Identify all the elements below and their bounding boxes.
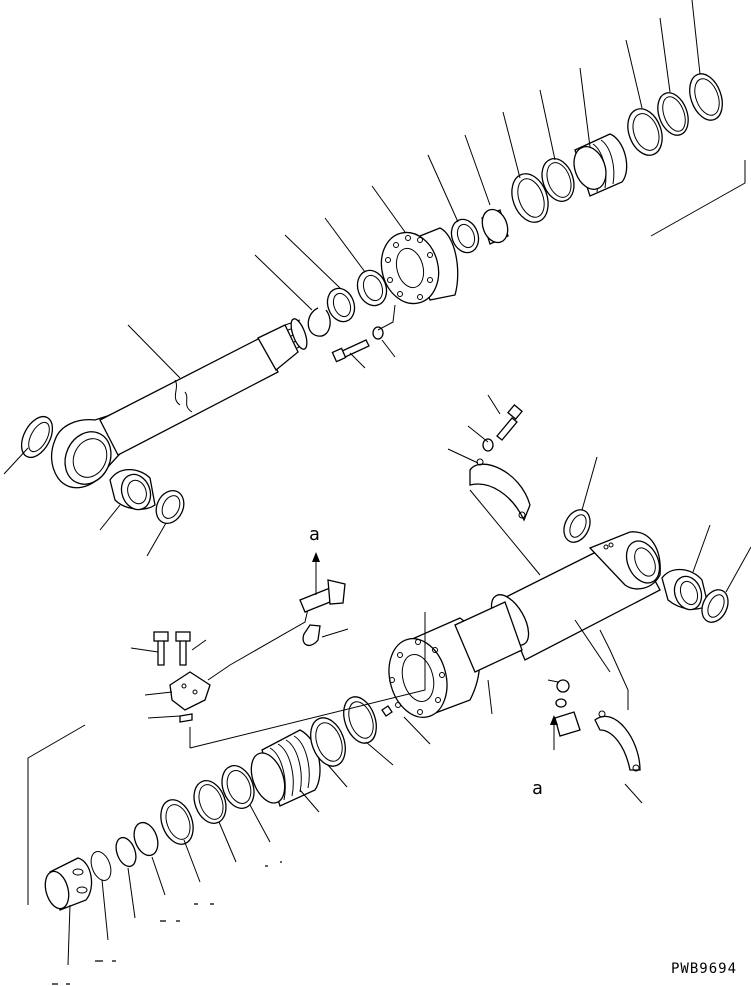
cylinder-bottom-eye bbox=[588, 531, 661, 590]
nut-lower bbox=[556, 679, 570, 693]
pipe-clamp-upper bbox=[469, 458, 531, 522]
bottom-seal-top bbox=[563, 509, 591, 543]
lower-bushing bbox=[44, 857, 93, 911]
sensor-bracket-line bbox=[189, 612, 426, 749]
piston-rod bbox=[99, 318, 308, 456]
piston-rod-assembly bbox=[20, 73, 746, 525]
rod-bushing bbox=[109, 468, 156, 511]
bottom-seal-right bbox=[701, 589, 729, 623]
piston-ring-4 bbox=[657, 92, 689, 136]
view-arrows bbox=[312, 552, 558, 750]
lower-seal-kit bbox=[27, 579, 426, 911]
clamp-washer-upper bbox=[482, 438, 494, 452]
snap-ring bbox=[307, 307, 331, 337]
rod-ring-2 bbox=[356, 269, 388, 307]
lower-ring-8 bbox=[90, 851, 112, 881]
drawing-code: PWB9694 bbox=[671, 961, 738, 977]
label-stubs bbox=[52, 861, 282, 985]
sensor-bolts bbox=[153, 631, 191, 666]
lower-ring-6 bbox=[133, 821, 159, 857]
sensor-cable bbox=[207, 579, 346, 681]
sensor-block bbox=[169, 671, 211, 711]
rod-seal-right bbox=[155, 489, 185, 525]
head-washer bbox=[372, 326, 384, 340]
leader-lines-lower bbox=[67, 394, 751, 966]
view-marker-a-upper: a bbox=[309, 524, 320, 545]
rod-ring-1 bbox=[326, 287, 356, 323]
piston bbox=[573, 133, 628, 197]
leader-lines-upper bbox=[3, 0, 701, 557]
lower-ring-4 bbox=[193, 780, 227, 824]
view-marker-a-lower: a bbox=[532, 778, 543, 799]
pipe-clamp-lower bbox=[594, 710, 641, 772]
lower-ring-3 bbox=[221, 765, 255, 809]
piston-ring-3 bbox=[627, 108, 663, 156]
grease-fitting bbox=[381, 705, 393, 717]
pipe-line bbox=[469, 489, 629, 710]
cylinder-tube-assembly bbox=[381, 404, 729, 772]
upper-bracket-line bbox=[650, 160, 746, 237]
piston-ring-2 bbox=[541, 158, 575, 202]
head-ring-1 bbox=[450, 218, 480, 254]
head-bolt bbox=[331, 339, 370, 363]
piston-lower bbox=[250, 729, 321, 807]
cylinder-head bbox=[380, 227, 459, 305]
lower-ring-1 bbox=[310, 717, 346, 767]
plate-lower bbox=[554, 711, 581, 737]
lower-ring-7 bbox=[115, 836, 137, 868]
bottom-bushing bbox=[661, 568, 709, 611]
lower-bracket-line bbox=[27, 724, 86, 905]
rod-eye-seal-left bbox=[20, 415, 54, 459]
sensor-plug bbox=[179, 713, 193, 723]
lower-ring-5 bbox=[160, 799, 194, 845]
washer-lower bbox=[555, 698, 567, 708]
piston-ring-5 bbox=[689, 73, 723, 121]
piston-ring-1 bbox=[511, 173, 549, 223]
head-bushing bbox=[481, 208, 509, 245]
clamp-bolt-upper bbox=[496, 404, 523, 441]
